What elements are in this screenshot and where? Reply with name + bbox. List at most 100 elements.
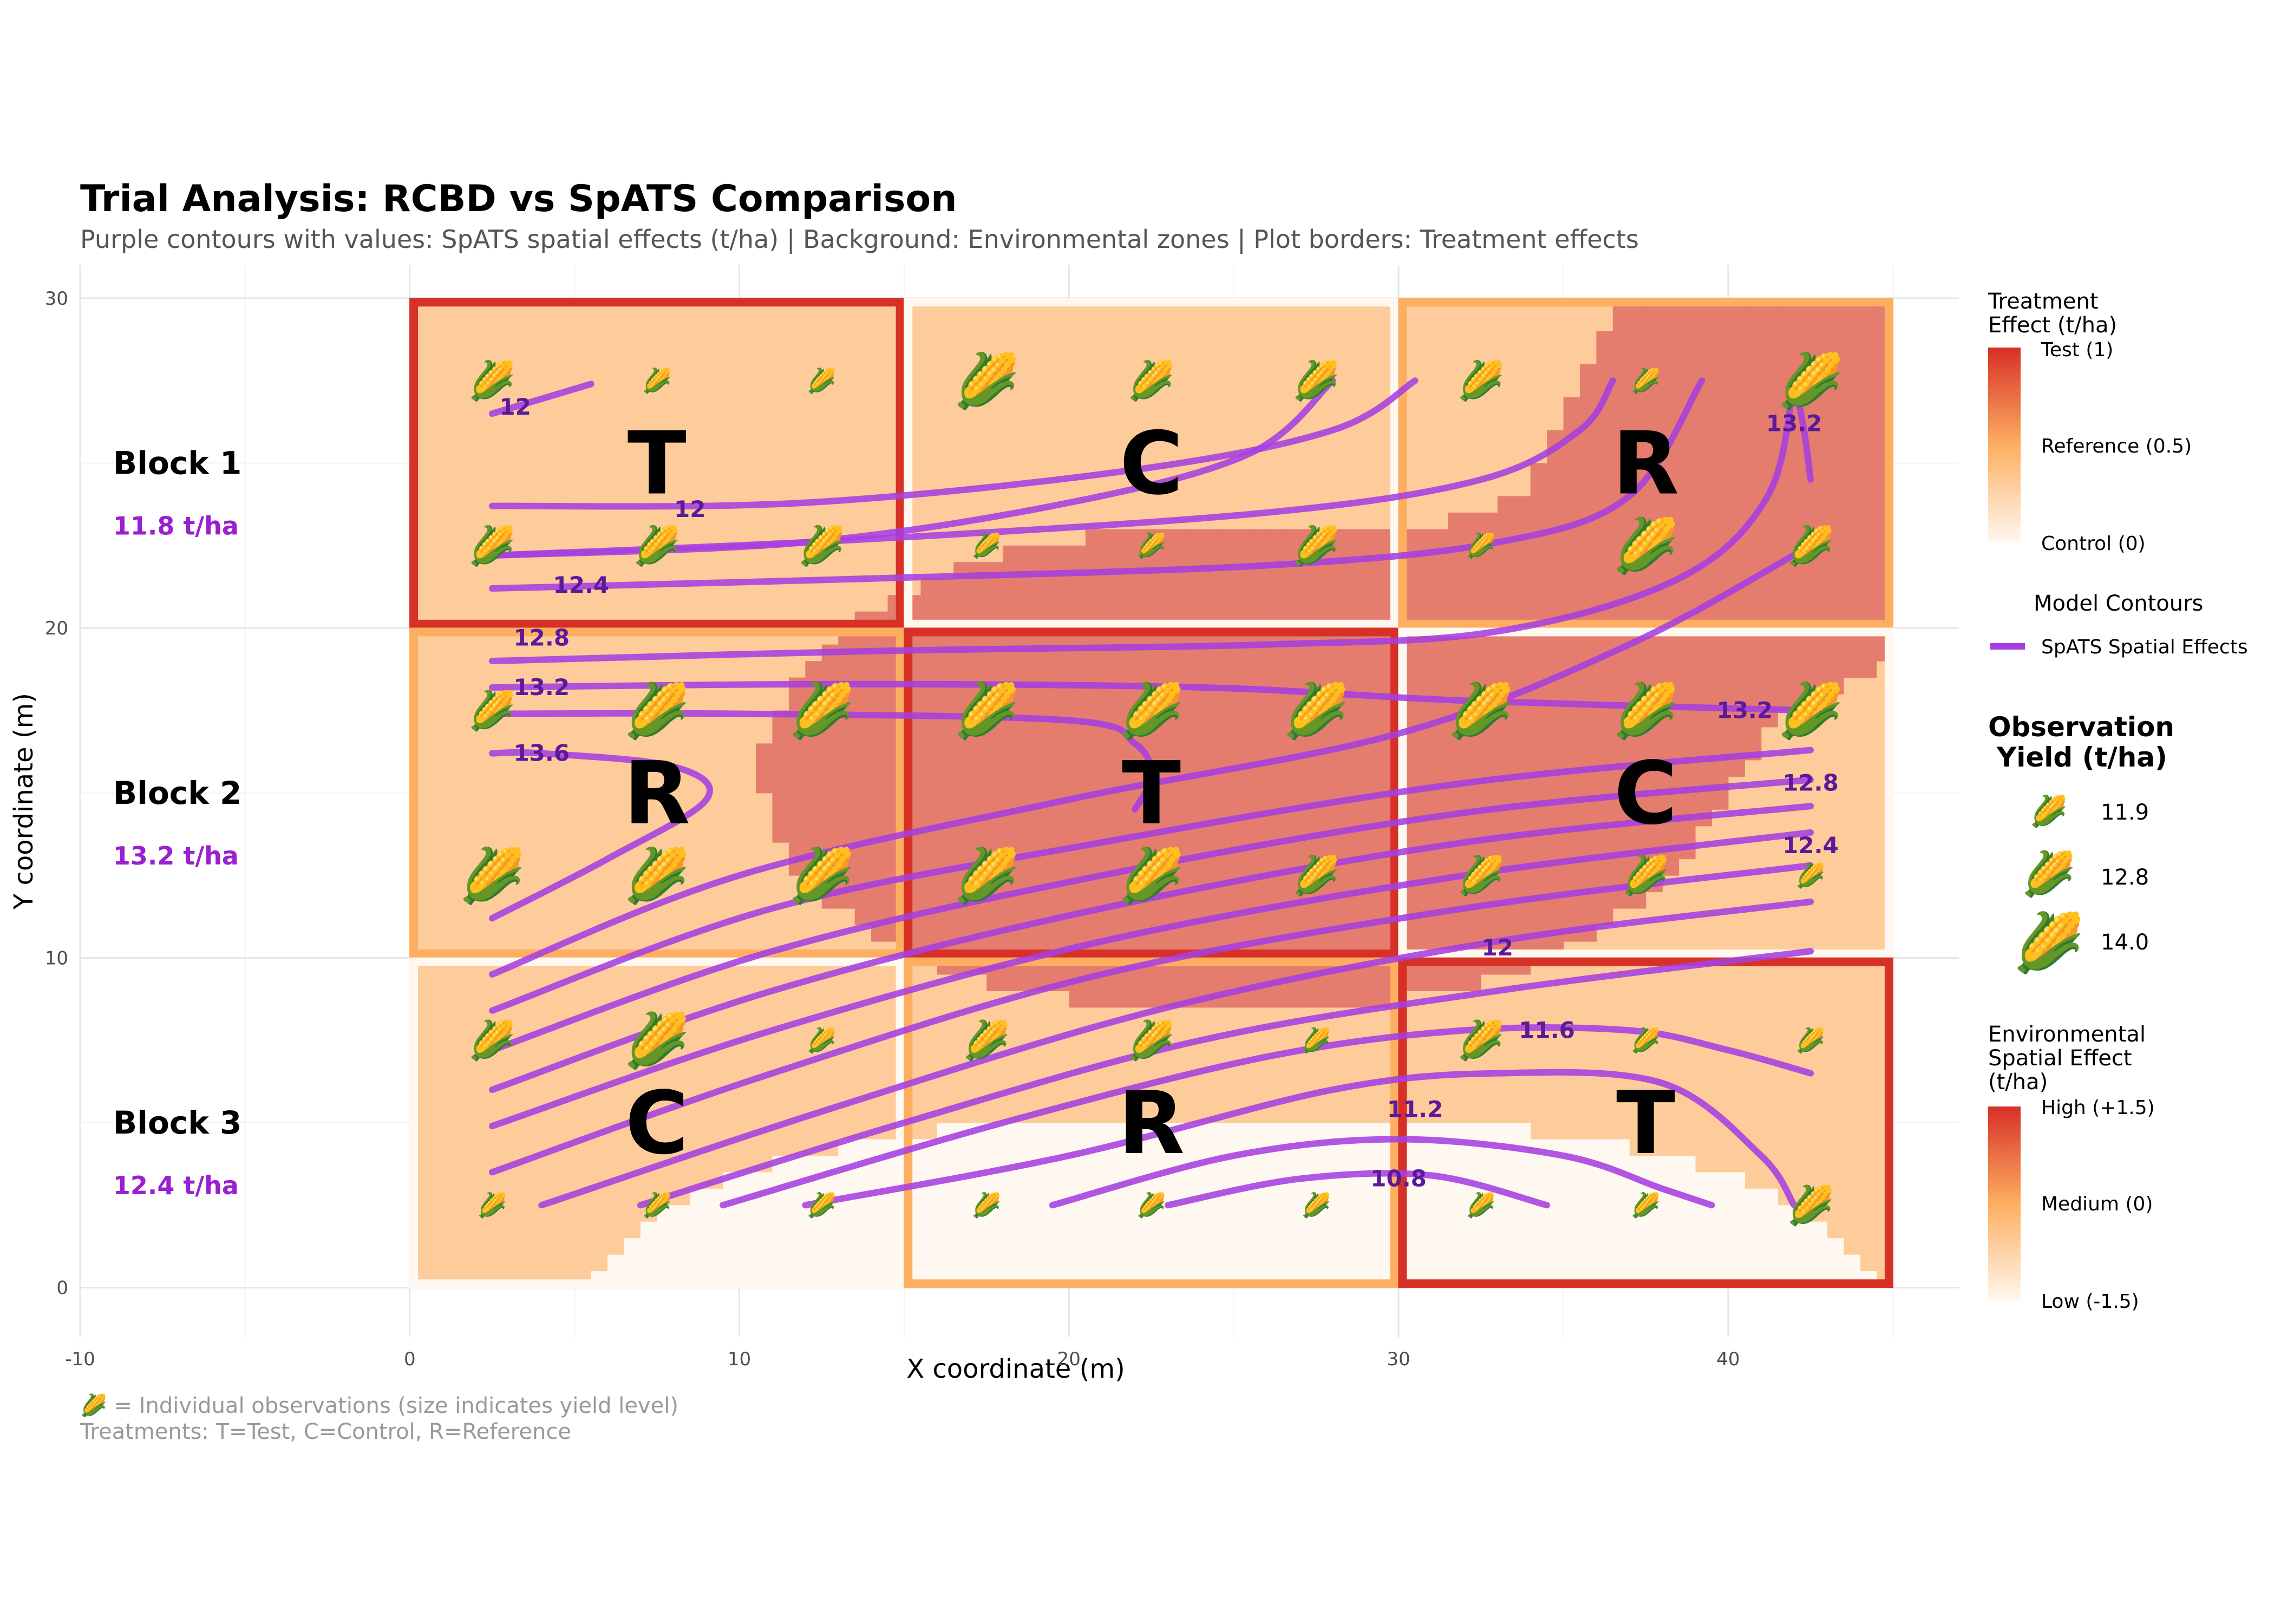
env-zone-cell [1184,1238,1201,1255]
env-zone-cell [970,759,987,777]
env-zone-cell [1744,1188,1762,1206]
env-zone-cell [1283,842,1301,860]
env-zone-cell [1036,925,1053,942]
env-zone-cell [1217,1221,1234,1239]
env-zone-cell [1547,776,1564,794]
env-zone-cell [1530,595,1547,612]
env-zone-cell [937,1221,954,1239]
env-zone-cell [1102,595,1119,612]
corn-icon: 🌽 [972,1191,1002,1220]
env-zone-cell [1645,430,1663,447]
env-zone-cell [1761,595,1778,612]
env-zone-cell [1514,661,1531,678]
env-zone-cell [1299,809,1317,827]
env-zone-cell [953,793,971,810]
env-zone-cell [788,759,806,777]
env-zone-cell [1860,348,1877,365]
env-zone-cell [1316,1188,1333,1206]
env-zone-cell [1332,578,1350,595]
env-zone-cell [1299,578,1317,595]
env-zone-cell [1102,661,1119,678]
env-zone-cell [1003,1188,1020,1206]
env-zone-cell [1678,529,1696,546]
legend-environment-colorbar [1988,1106,2021,1301]
env-zone-cell [1695,315,1713,332]
env-zone-cell [1266,710,1284,728]
env-zone-cell [838,1172,855,1189]
env-zone-cell [821,859,839,876]
env-zone-cell [1184,1139,1201,1156]
env-zone-cell [1530,644,1547,662]
env-zone-cell [1629,545,1646,562]
env-zone-cell [1794,677,1811,695]
env-zone-cell [1794,1254,1811,1272]
env-zone-cell [1250,1238,1267,1255]
env-zone-cell [1645,1188,1663,1206]
env-zone-cell [1612,397,1630,414]
env-zone-cell [1629,1205,1646,1222]
env-zone-cell [1184,974,1201,991]
env-zone-cell [1448,529,1465,546]
env-zone-cell [1200,859,1218,876]
env-zone-cell [1003,1205,1020,1222]
contour-label: 12.4 [1782,832,1839,859]
env-zone-cell [854,1172,872,1189]
env-zone-cell [1316,759,1333,777]
env-zone-cell [1761,677,1778,695]
env-zone-cell [1464,578,1481,595]
env-zone-cell [1728,759,1745,777]
treatment-letter-block1: T [628,413,687,514]
env-zone-cell [1794,315,1811,332]
env-zone-cell [1250,694,1267,711]
env-zone-cell [937,925,954,942]
env-zone-cell [1860,315,1877,332]
env-zone-cell [1860,430,1877,447]
env-zone-cell [1217,710,1234,728]
corn-icon: 🌽 [798,523,845,568]
env-zone-cell [1217,726,1234,744]
env-zone-cell [1135,1155,1152,1173]
env-zone-cell [1250,578,1267,595]
env-zone-cell [854,743,872,761]
env-zone-cell [1332,1221,1350,1239]
legend-treatment-colorbar [1988,348,2021,542]
env-zone-cell [1283,1205,1301,1222]
legend-corn-icon-small: 🌽 [2030,793,2068,829]
env-zone-cell [1069,661,1086,678]
env-zone-cell [1316,578,1333,595]
corn-icon: 🌽 [1301,1191,1331,1220]
env-zone-cell [1843,430,1860,447]
env-zone-cell [920,875,938,893]
env-zone-cell [1662,743,1680,761]
env-zone-cell [1316,842,1333,860]
env-zone-cell [1003,759,1020,777]
env-zone-cell [788,726,806,744]
env-zone-cell [1514,1123,1531,1140]
env-zone-cell [1645,496,1663,513]
env-zone-cell [1860,331,1877,348]
corn-icon: 🌽 [1283,679,1349,742]
env-zone-cell [1629,743,1646,761]
env-zone-cell [1233,1254,1251,1272]
env-zone-cell [657,1205,674,1222]
env-zone-cell [1184,925,1201,942]
env-zone-cell [1151,974,1168,991]
env-zone-cell [1860,545,1877,562]
env-zone-cell [1761,710,1778,728]
env-zone-cell [1579,529,1597,546]
corn-icon: 🌽 [1458,358,1505,403]
env-zone-cell [920,1254,938,1272]
env-zone-cell [1547,1188,1564,1206]
env-zone-cell [871,726,888,744]
block-mean: 11.8 t/ha [113,512,239,541]
env-zone-cell [1563,710,1580,728]
corn-icon: 🌽 [1292,853,1339,898]
env-zone-cell [1645,397,1663,414]
contour-label: 12 [674,496,705,522]
env-zone-cell [1811,661,1828,678]
env-zone-cell [1547,1254,1564,1272]
env-zone-cell [1811,677,1828,695]
env-zone-cell [1036,892,1053,909]
env-zone-cell [805,1155,822,1173]
corn-icon: 🌽 [468,1018,515,1063]
